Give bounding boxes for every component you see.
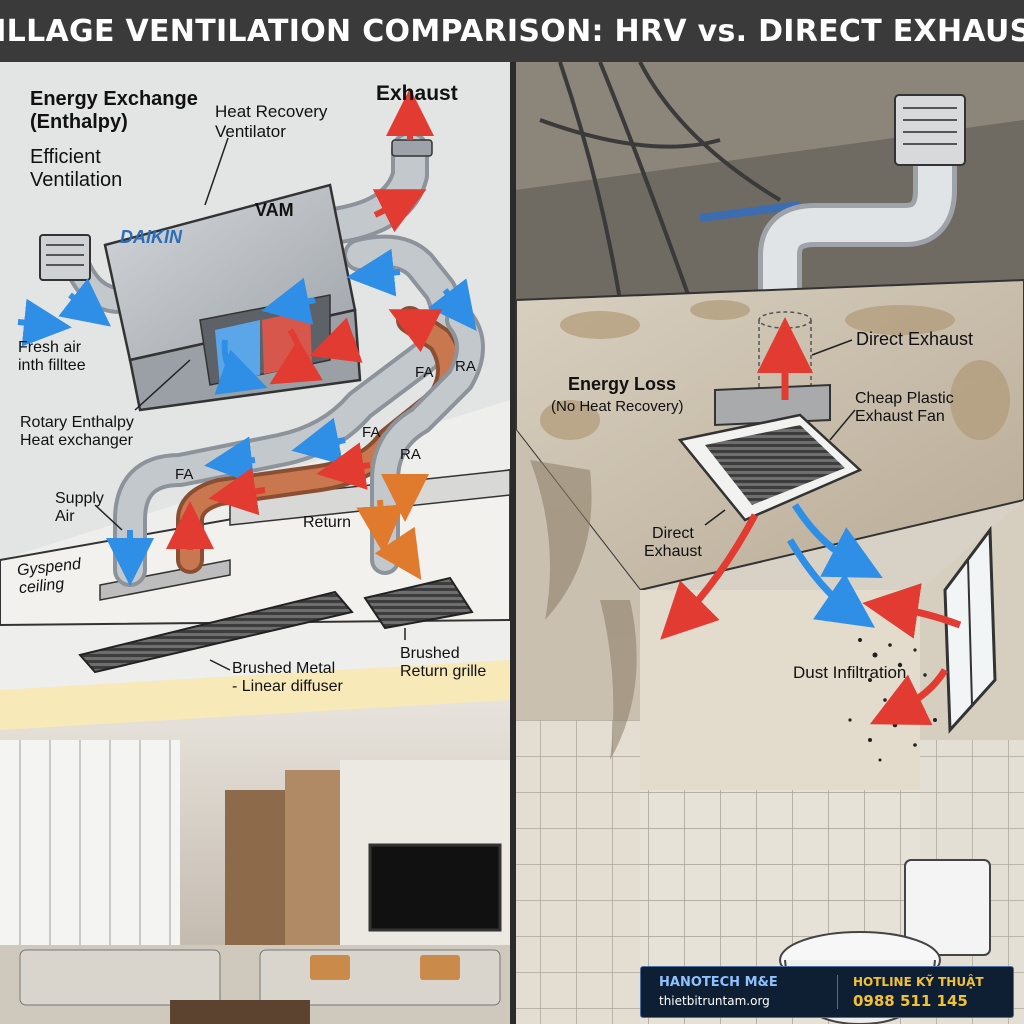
cheap-plastic-fan-label: Cheap Plastic Exhaust Fan bbox=[855, 390, 954, 426]
direct-exhaust-top-label: Direct Exhaust bbox=[856, 329, 974, 349]
unit-model-label: VAM bbox=[255, 200, 294, 220]
supply-air-label: Supply Air bbox=[55, 490, 104, 526]
illustration bbox=[0, 61, 1024, 1024]
hotline-label: HOTLINE KỸ THUẬT bbox=[853, 975, 984, 989]
left-panel-hrv bbox=[0, 62, 511, 1024]
efficient-ventilation-label: Efficient Ventilation bbox=[30, 146, 123, 191]
gypsum-ceiling-label: Gyspend ceiling bbox=[16, 555, 82, 598]
energy-exchange-label: Energy Exchange (Enthalpy) bbox=[30, 88, 198, 133]
ra-label-lower: RA bbox=[400, 446, 421, 463]
title-bar: VILLAGE VENTILATION COMPARISON: HRV vs. … bbox=[0, 0, 1024, 62]
fresh-air-label: Fresh air inth filltee bbox=[18, 339, 86, 375]
panel-divider bbox=[510, 62, 516, 1024]
brand-separator bbox=[837, 975, 838, 1009]
fa-label-upper: FA bbox=[415, 364, 434, 381]
fa-label-lower: FA bbox=[175, 466, 194, 483]
linear-diffuser-label: Brushed Metal - Linear diffuser bbox=[232, 660, 343, 696]
right-panel-direct-exhaust bbox=[515, 61, 1024, 1024]
energy-loss-label: Energy Loss bbox=[568, 374, 677, 394]
return-label: Return bbox=[303, 514, 352, 531]
no-heat-recovery-label: (No Heat Recovery) bbox=[551, 398, 684, 415]
direct-exhaust-bottom-label: Direct Exhaust bbox=[644, 525, 702, 561]
heat-recovery-ventilator-label: Heat Recovery Ventilator bbox=[215, 102, 328, 141]
dust-infiltration-label: Dust Infiltration bbox=[793, 663, 907, 682]
exhaust-label: Exhaust bbox=[376, 82, 458, 105]
page-title: VILLAGE VENTILATION COMPARISON: HRV vs. … bbox=[0, 13, 1024, 49]
brand-name: HANOTECH M&E bbox=[659, 975, 778, 990]
rotary-heat-exchanger-label: Rotary Enthalpy Heat exchanger bbox=[20, 414, 134, 450]
brand-box: HANOTECH M&E thietbitruntam.org HOTLINE … bbox=[640, 966, 1014, 1018]
brand-site[interactable]: thietbitruntam.org bbox=[659, 994, 770, 1008]
return-grille-label: Brushed Return grille bbox=[400, 645, 487, 681]
unit-brand-label: DAIKIN bbox=[120, 227, 182, 247]
ra-label-upper: RA bbox=[455, 358, 476, 375]
fa-label-middle: FA bbox=[362, 424, 381, 441]
scene: Energy Exchange (Enthalpy) Efficient Ven… bbox=[0, 61, 1024, 1024]
hotline-number[interactable]: 0988 511 145 bbox=[853, 992, 968, 1010]
